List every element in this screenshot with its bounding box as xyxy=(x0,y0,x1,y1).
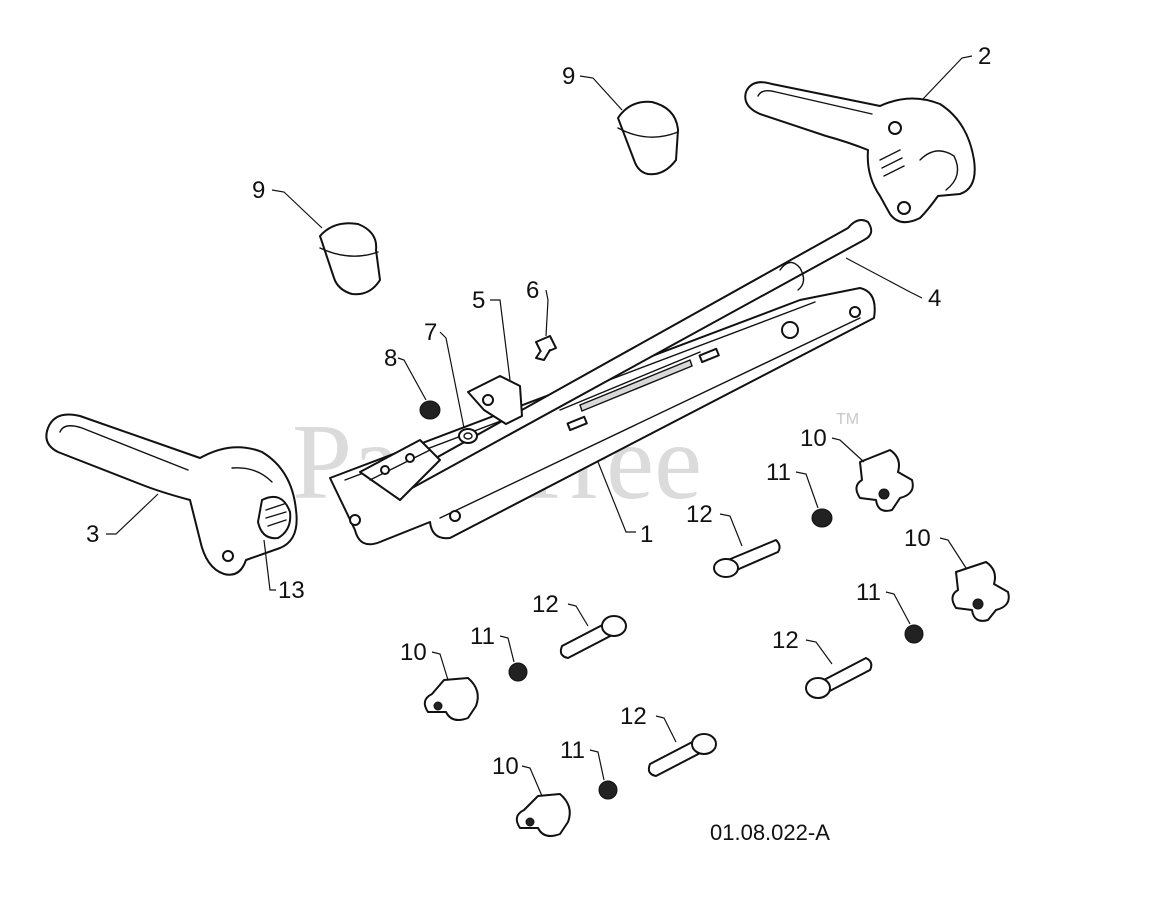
callout-11-c: 11 xyxy=(470,623,495,650)
callout-4: 4 xyxy=(928,285,941,312)
part-2-right-handle xyxy=(744,81,976,224)
callout-11-a: 11 xyxy=(766,459,791,486)
part-11-nut-a xyxy=(811,508,833,528)
part-10-knob-b xyxy=(951,561,1010,622)
linkage-plate xyxy=(359,439,441,501)
callout-7: 7 xyxy=(424,319,437,346)
callout-9-lower: 9 xyxy=(252,177,265,204)
part-11-nut-b xyxy=(904,624,924,644)
callout-11-b: 11 xyxy=(856,579,881,606)
drawing-code: 01.08.022-A xyxy=(710,820,830,845)
callout-13: 13 xyxy=(278,577,305,604)
part-12-bolt-a xyxy=(713,539,781,578)
part-10-knob-c xyxy=(423,677,479,721)
callout-11-d: 11 xyxy=(560,737,585,764)
part-12-bolt-d xyxy=(647,733,717,777)
part-13-spring xyxy=(257,496,292,540)
leader-lines xyxy=(106,55,973,797)
callout-10-b: 10 xyxy=(904,525,931,552)
callout-3: 3 xyxy=(86,521,99,548)
part-6-screw xyxy=(535,335,557,361)
callout-labels: 9 9 2 4 5 6 7 8 3 1 13 10 10 10 10 11 11… xyxy=(86,43,991,780)
callout-10-a: 10 xyxy=(800,425,827,452)
callout-1: 1 xyxy=(640,521,653,548)
part-5-bracket xyxy=(467,375,523,425)
callout-10-c: 10 xyxy=(400,639,427,666)
part-11-nut-d xyxy=(598,780,618,800)
callout-10-d: 10 xyxy=(492,753,519,780)
callout-9-upper: 9 xyxy=(562,63,575,90)
callout-12-d: 12 xyxy=(620,703,647,730)
part-10-knob-d xyxy=(515,793,571,837)
callout-5: 5 xyxy=(472,287,485,314)
watermark-trademark: TM xyxy=(836,411,859,428)
callout-12-b: 12 xyxy=(532,591,559,618)
part-4-rod xyxy=(399,219,873,489)
callout-2: 2 xyxy=(978,43,991,70)
callout-8: 8 xyxy=(384,345,397,372)
part-9-knob-upper xyxy=(617,100,679,176)
part-12-bolt-b xyxy=(559,615,627,659)
callout-12-c: 12 xyxy=(772,627,799,654)
callout-6: 6 xyxy=(526,277,539,304)
part-12-bolt-c xyxy=(805,657,873,699)
part-3-left-handle xyxy=(45,413,298,576)
part-10-knob-a xyxy=(855,449,914,512)
callout-12-a: 12 xyxy=(686,501,713,528)
part-9-knob-lower xyxy=(319,222,381,296)
part-7-washer xyxy=(458,428,478,444)
part-8-nut xyxy=(419,400,441,420)
part-11-nut-c xyxy=(508,662,528,682)
